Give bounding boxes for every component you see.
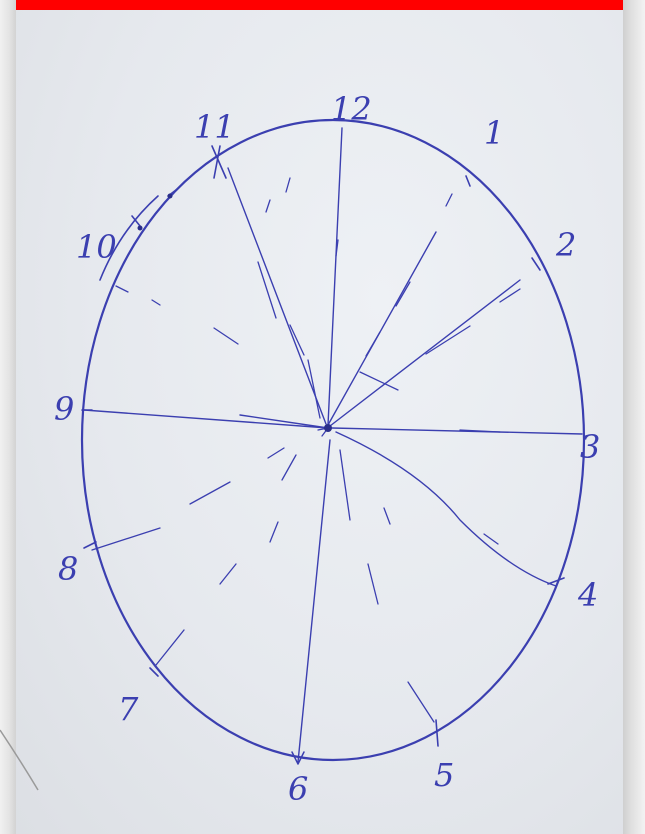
spoke-9 (84, 410, 328, 428)
center-dot (324, 424, 332, 432)
spoke-3 (332, 428, 582, 434)
spoke-2 (330, 280, 520, 426)
spoke-11 (228, 168, 326, 424)
numeral-3: 3 (580, 428, 600, 466)
spoke-6 (298, 440, 330, 762)
background-curve (0, 730, 38, 790)
numeral-9: 9 (54, 390, 74, 428)
clock-dashes (92, 178, 520, 722)
numeral-11: 11 (194, 108, 235, 146)
ink-dot (168, 194, 173, 199)
spoke-9b (240, 415, 328, 428)
clock-numerals: 12 1 2 3 4 5 6 7 8 9 10 11 (54, 90, 600, 808)
numeral-4: 4 (577, 576, 598, 614)
numeral-1: 1 (484, 114, 504, 152)
spoke-1 (328, 232, 436, 425)
numeral-10: 10 (76, 228, 117, 266)
spoke-12 (328, 128, 342, 425)
clock-spokes (84, 128, 582, 762)
numeral-8: 8 (58, 550, 78, 588)
ink-dot (138, 226, 143, 231)
numeral-6: 6 (288, 770, 308, 808)
numeral-12: 12 (331, 90, 372, 128)
numeral-2: 2 (555, 226, 576, 264)
numeral-7: 7 (118, 690, 139, 728)
numeral-5: 5 (434, 756, 454, 794)
rim-ticks (82, 146, 564, 746)
spoke-4 (336, 432, 556, 586)
